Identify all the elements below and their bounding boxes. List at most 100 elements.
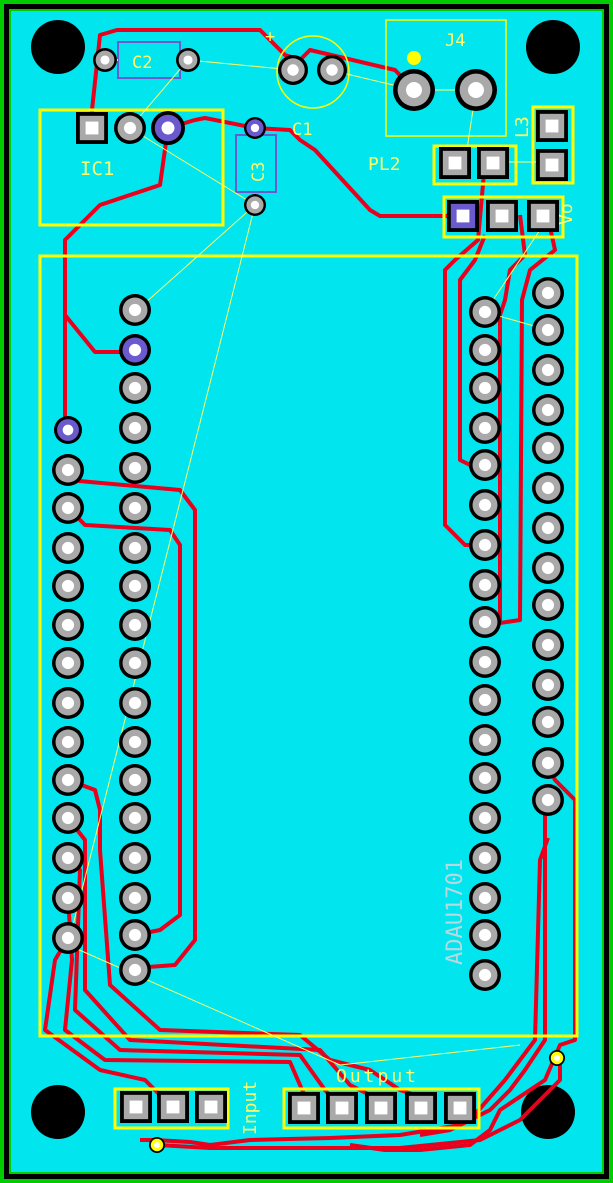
label-output: Output <box>336 1066 419 1087</box>
mounting-hole-top-left <box>31 20 85 74</box>
output-header-pad <box>405 1092 437 1124</box>
component-pads <box>52 48 568 1153</box>
module-pad-right <box>532 784 564 816</box>
l3-pad <box>536 110 568 142</box>
adau1701-module-outline <box>38 254 579 1038</box>
via-pad <box>54 416 82 444</box>
module-pad-right <box>532 589 564 621</box>
module-pad-right <box>532 747 564 779</box>
output-header-outline <box>282 1087 481 1130</box>
output-header-pad <box>288 1092 320 1124</box>
module-pad-left-inner <box>119 647 151 679</box>
module-pad-right-inner <box>469 489 501 521</box>
trace <box>349 764 577 1152</box>
module-pad-left <box>52 764 84 796</box>
label-c2: C2 <box>132 53 152 73</box>
airwire <box>134 204 256 313</box>
module-pad-right-inner <box>469 449 501 481</box>
vo-pad <box>486 200 518 232</box>
trace <box>66 816 391 1107</box>
module-pad-right-inner <box>469 646 501 678</box>
module-pad-left-inner <box>119 452 151 484</box>
module-pad-left <box>52 492 84 524</box>
label-pl2: PL2 <box>368 154 401 175</box>
vo-pad-1 <box>447 200 479 232</box>
l3-pad <box>536 149 568 181</box>
label-j4: J4 <box>445 31 465 51</box>
ic1-pad-2 <box>114 112 146 144</box>
trace <box>140 799 550 1147</box>
module-pad-right <box>532 314 564 346</box>
module-pad-left <box>52 882 84 914</box>
c1-outline <box>276 35 350 109</box>
module-pad-right-inner <box>469 882 501 914</box>
output-header-pad <box>365 1092 397 1124</box>
module-pad-right-inner <box>469 959 501 991</box>
module-pad-left-inner <box>119 294 151 326</box>
module-pad-right-inner <box>469 802 501 834</box>
label-plus: + <box>265 27 275 47</box>
module-pad-left-inner <box>119 492 151 524</box>
module-pad-left-inner <box>119 532 151 564</box>
module-pad-right-inner <box>469 724 501 756</box>
module-pad-left-inner <box>119 372 151 404</box>
c3-pad <box>244 117 266 139</box>
module-pad-left-inner <box>119 334 151 366</box>
label-l3: L3 <box>512 116 533 138</box>
airwire <box>187 59 294 71</box>
module-pad-right-inner <box>469 842 501 874</box>
module-pad-left <box>52 842 84 874</box>
j4-outline <box>385 19 507 137</box>
module-pad-right <box>532 669 564 701</box>
airwire <box>67 944 341 1066</box>
via-small <box>549 1050 565 1066</box>
module-pad-left-inner <box>119 842 151 874</box>
module-pad-left-inner <box>119 764 151 796</box>
module-pad-left-inner <box>119 882 151 914</box>
mounting-holes <box>31 20 580 1139</box>
output-header-pad <box>444 1092 476 1124</box>
label-input: Input <box>240 1081 261 1135</box>
copper-traces <box>43 28 577 1152</box>
module-pad-right <box>532 512 564 544</box>
module-pad-right-inner <box>469 412 501 444</box>
input-header-pad <box>195 1091 227 1123</box>
module-pad-right <box>532 394 564 426</box>
mounting-hole-top-right <box>526 20 580 74</box>
label-ic1: IC1 <box>80 158 114 180</box>
airwire <box>339 1044 521 1066</box>
trace <box>419 837 550 1137</box>
trace <box>66 506 182 937</box>
mounting-hole-bottom-left <box>31 1085 85 1139</box>
module-pad-left-inner <box>119 570 151 602</box>
trace <box>443 161 487 547</box>
trace <box>157 1060 562 1150</box>
module-pad-left <box>52 532 84 564</box>
label-vo: Vo <box>556 203 577 225</box>
module-pad-right <box>532 706 564 738</box>
module-pad-left <box>52 609 84 641</box>
c1-pad <box>278 55 308 85</box>
l3-outline <box>531 105 575 185</box>
module-pad-right-inner <box>469 334 501 366</box>
pl2-outline <box>432 144 518 186</box>
trace <box>67 778 431 1102</box>
module-pad-right-inner <box>469 606 501 638</box>
module-pad-right <box>532 432 564 464</box>
trace <box>67 478 197 970</box>
pl2-pad <box>439 147 471 179</box>
module-pad-left <box>52 687 84 719</box>
label-c3: C3 <box>249 162 269 182</box>
trace <box>167 116 462 218</box>
module-pad-left <box>52 922 84 954</box>
output-header-pad <box>326 1092 358 1124</box>
input-header-outline <box>113 1087 230 1130</box>
c1-pad <box>317 55 347 85</box>
trace <box>43 936 172 1107</box>
vo-outline <box>442 195 565 239</box>
trace <box>499 217 557 625</box>
module-pad-right-inner <box>469 762 501 794</box>
mounting-hole-bottom-right <box>521 1085 575 1139</box>
module-pad-right <box>532 629 564 661</box>
